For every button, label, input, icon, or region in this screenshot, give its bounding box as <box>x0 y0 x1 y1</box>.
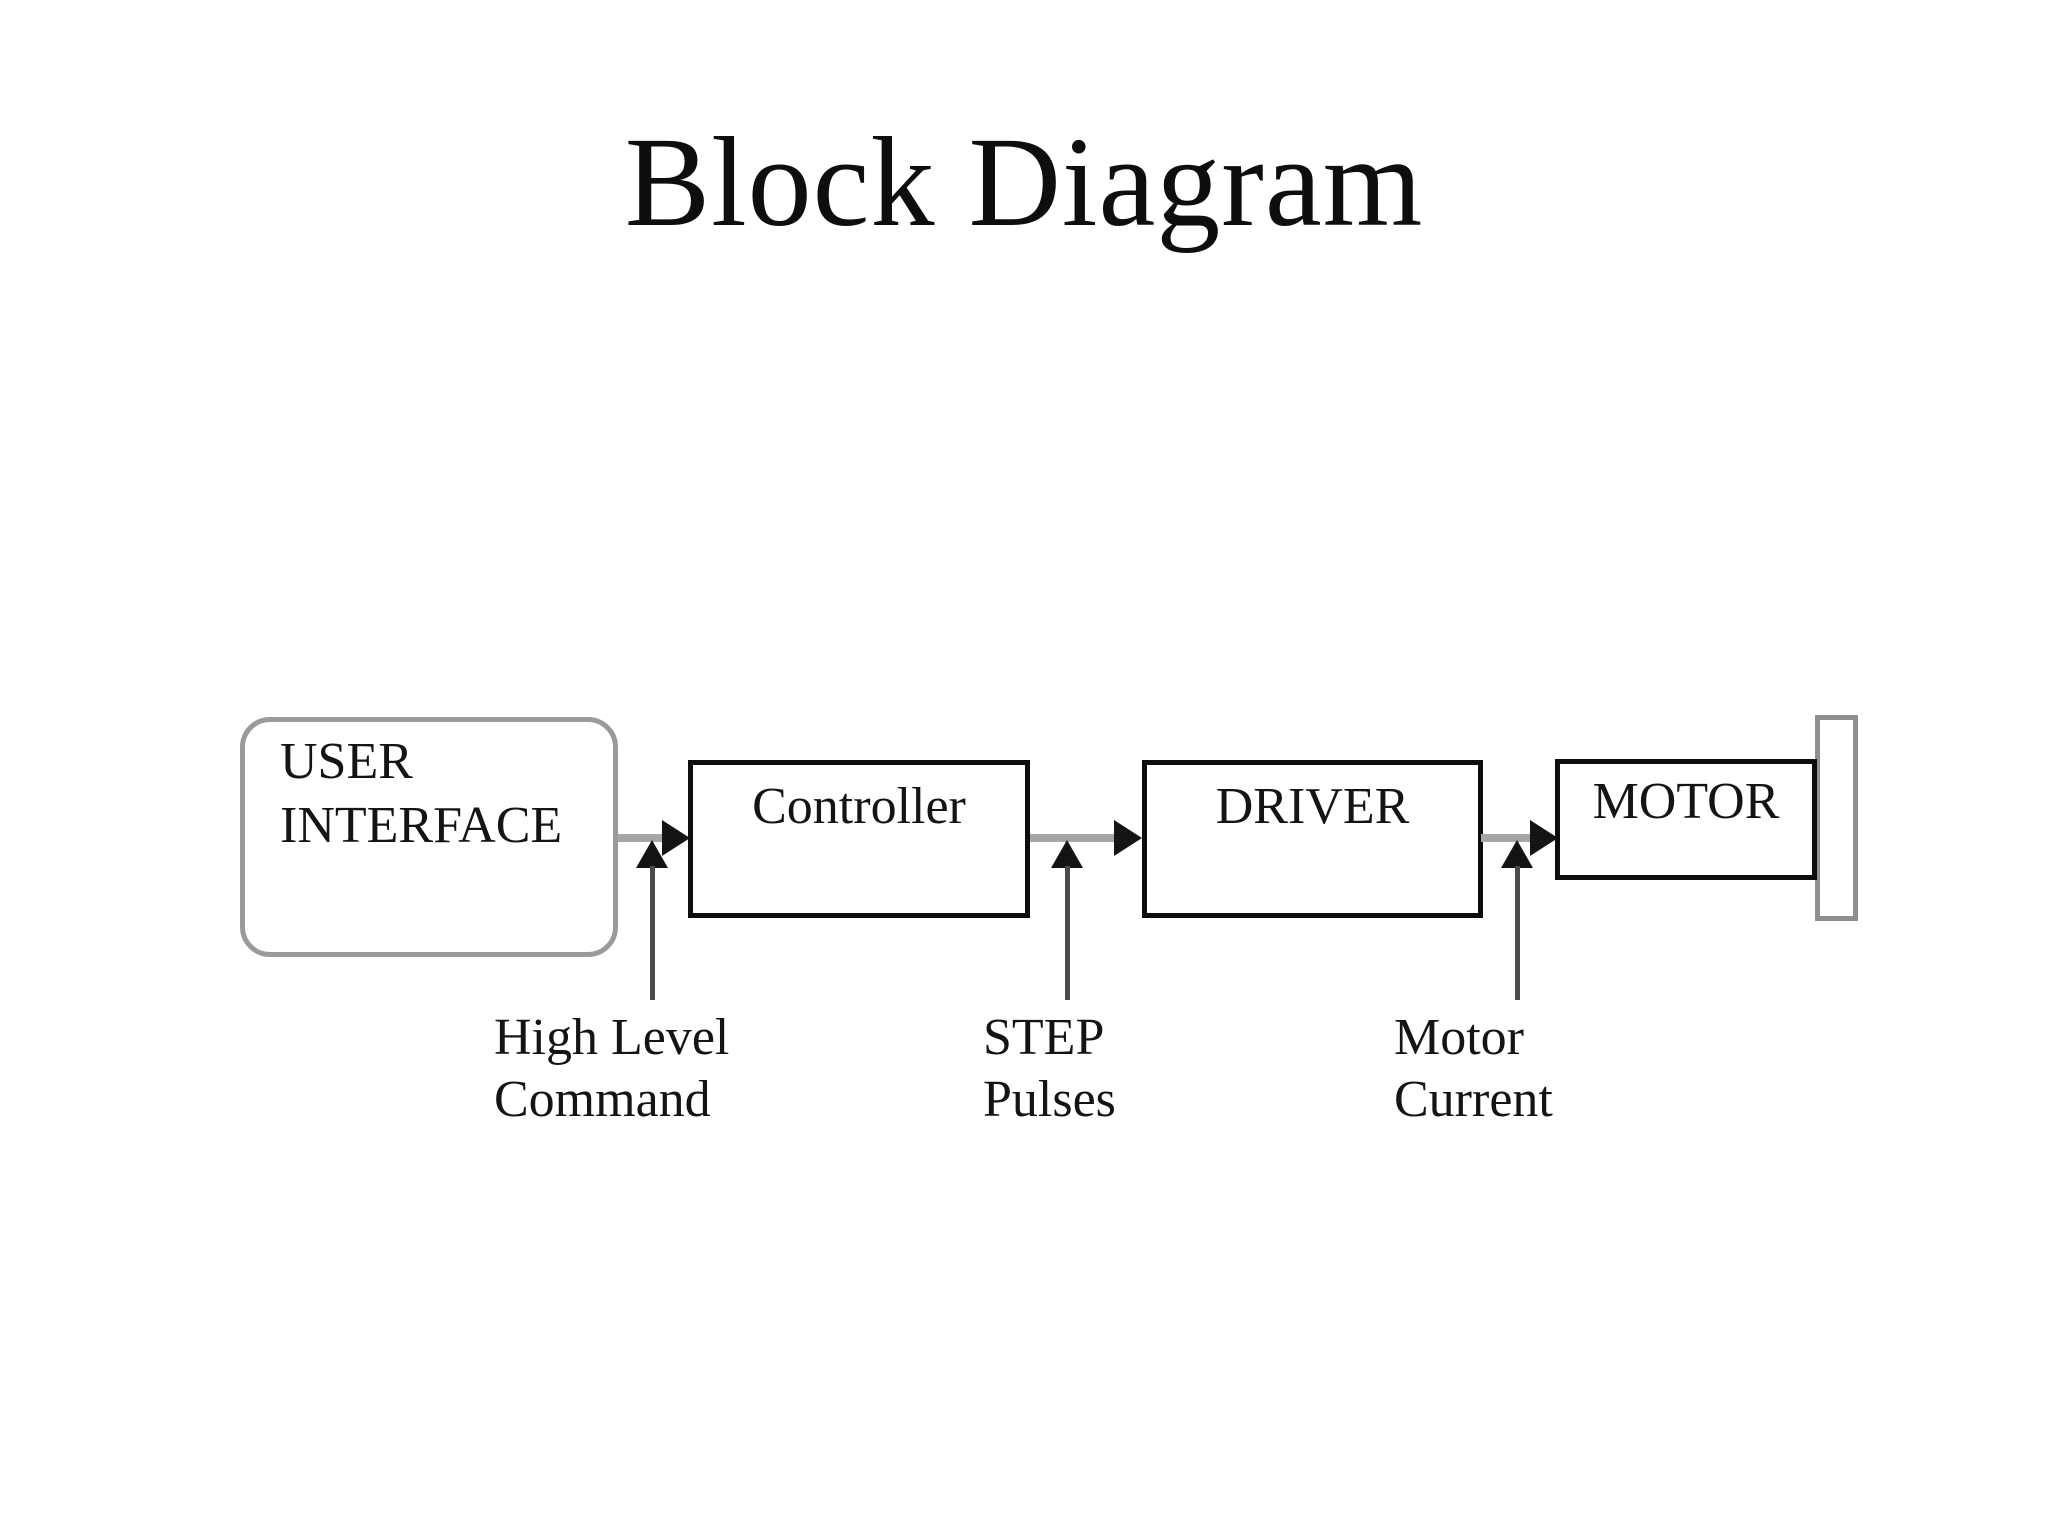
user-interface-label: USER INTERFACE <box>280 733 563 854</box>
signal-line-high-level-command <box>650 866 655 1000</box>
connector-line-ui-to-controller <box>618 834 666 842</box>
signal-line-motor-current <box>1515 866 1520 1000</box>
signal-label-motor-current: Motor Current <box>1394 1009 1553 1128</box>
signal-line-step-pulses <box>1065 866 1070 1000</box>
signal-label-high-level-command: High Level Command <box>494 1009 730 1128</box>
controller-box: Controller <box>688 760 1030 918</box>
arrow-right-icon <box>1530 820 1558 856</box>
controller-label: Controller <box>752 778 966 835</box>
arrow-up-icon <box>1501 840 1533 868</box>
motor-shaft-plate <box>1815 715 1858 921</box>
motor-label: MOTOR <box>1592 773 1780 830</box>
connector-line-driver-to-motor <box>1481 834 1532 842</box>
arrow-right-icon <box>1114 820 1142 856</box>
driver-label: DRIVER <box>1215 778 1410 835</box>
driver-box: DRIVER <box>1142 760 1483 918</box>
connector-line-controller-to-driver <box>1030 834 1116 842</box>
slide-title: Block Diagram <box>624 111 1424 253</box>
signal-label-step-pulses: STEP Pulses <box>983 1009 1116 1128</box>
arrow-up-icon <box>1051 840 1083 868</box>
motor-box: MOTOR <box>1555 759 1817 880</box>
user-interface-box: USER INTERFACE <box>240 717 618 957</box>
arrow-up-icon <box>636 840 668 868</box>
